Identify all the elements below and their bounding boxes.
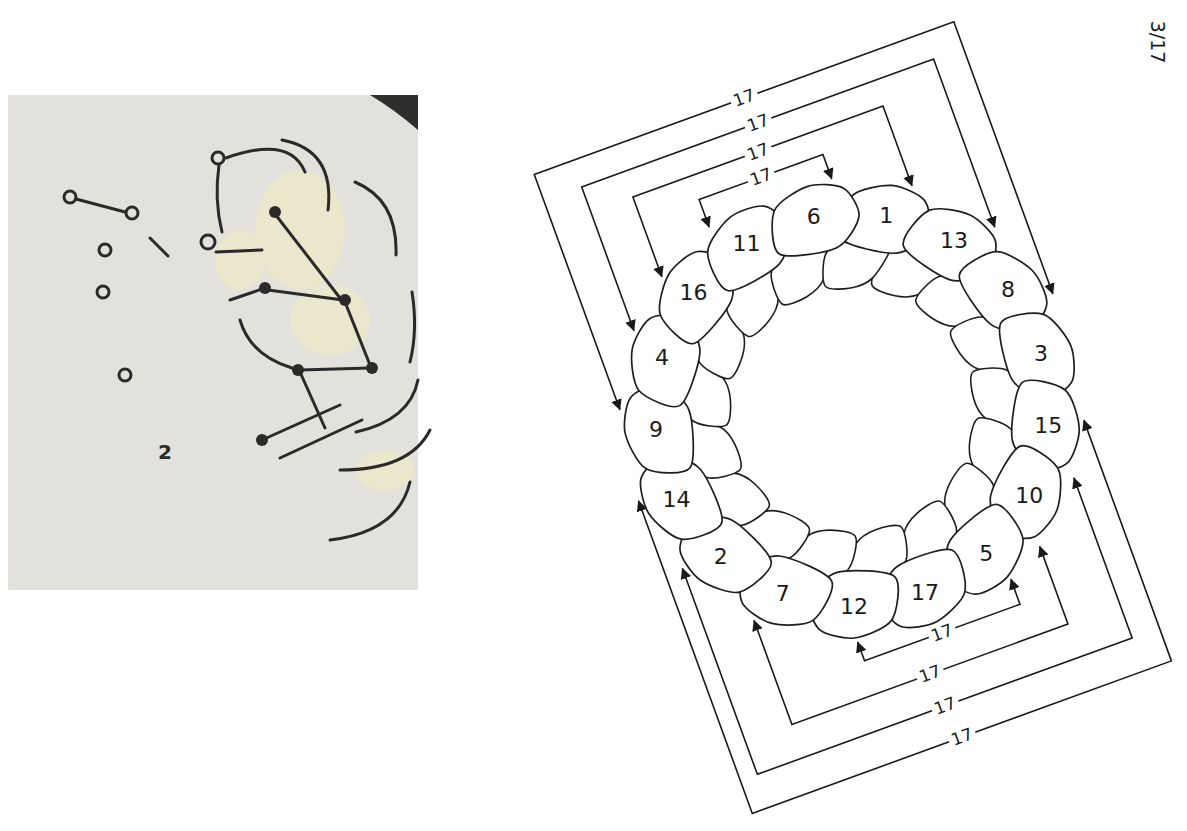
outer-strands: [624, 185, 1079, 639]
strand-number: 12: [840, 595, 868, 619]
bracket-count: 17: [728, 85, 760, 112]
wreath-group: [521, 22, 1184, 814]
count-bracket: [582, 59, 995, 355]
sketch-strokes: [64, 140, 430, 540]
strand-number: 1: [879, 204, 893, 228]
page-note: 3/17: [1148, 21, 1169, 64]
strand-number: 6: [807, 205, 821, 229]
strand-number: 3: [1034, 342, 1048, 366]
strand-number: 10: [1015, 484, 1043, 508]
bracket-count: 17: [914, 661, 946, 688]
strand-number: 7: [776, 582, 790, 606]
photo-shadow: [370, 95, 418, 130]
bracket-count: 17: [926, 619, 958, 646]
sketch-tint: [215, 170, 415, 490]
strand-number: 13: [940, 229, 968, 253]
strand-number: 4: [655, 346, 669, 370]
strand-number: 8: [1001, 278, 1015, 302]
strand-number: 5: [979, 542, 993, 566]
strand-lobe: [772, 185, 859, 256]
bracket-count: 17: [741, 109, 773, 136]
strand-number: 11: [733, 231, 761, 255]
bracket-count: 17: [742, 138, 774, 165]
strand-number: 17: [911, 581, 939, 605]
count-bracket: [633, 106, 912, 277]
strand-number: 16: [680, 281, 708, 305]
sketch-label: 2: [158, 441, 172, 463]
count-bracket: [638, 348, 1171, 813]
bracket-count: 17: [745, 164, 777, 191]
strand-number: 2: [714, 545, 728, 569]
strand-number: 15: [1034, 414, 1062, 438]
bracket-count: 17: [946, 724, 978, 751]
sketch-dots: [256, 206, 378, 446]
bracket-group: [521, 22, 1184, 814]
photo-ground: [8, 95, 418, 590]
bracket-count: 17: [929, 693, 961, 720]
count-bracket: [754, 520, 1068, 725]
strand-number: 14: [663, 488, 691, 512]
strand-number: 9: [649, 418, 663, 442]
count-bracket: [534, 22, 1053, 447]
count-bracket: [855, 579, 1020, 661]
count-bracket: [682, 432, 1132, 775]
